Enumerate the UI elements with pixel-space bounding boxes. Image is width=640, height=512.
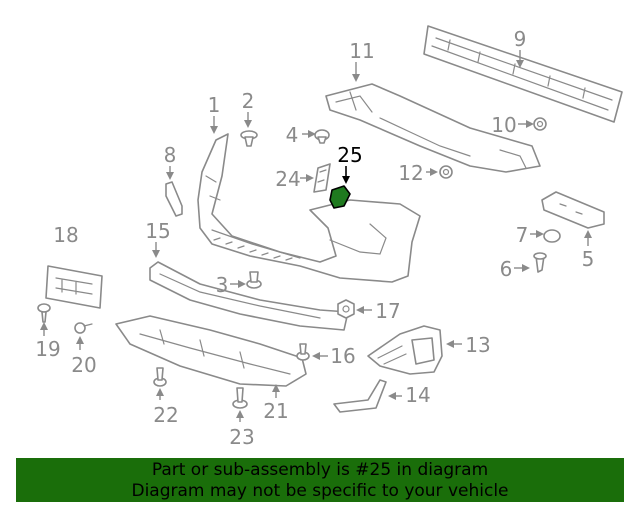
callout-22: 22 bbox=[153, 403, 178, 427]
part-8-side-bracket[interactable] bbox=[165, 181, 183, 217]
part-2-push-pin[interactable] bbox=[240, 130, 258, 147]
banner-line-1: Part or sub-assembly is #25 in diagram bbox=[151, 460, 489, 480]
callout-20: 20 bbox=[71, 353, 96, 377]
callout-4: 4 bbox=[286, 123, 299, 147]
callout-6: 6 bbox=[500, 257, 513, 281]
callout-2: 2 bbox=[242, 89, 255, 113]
part-10-bolt[interactable] bbox=[533, 117, 547, 131]
callout-19: 19 bbox=[35, 337, 60, 361]
callout-16: 16 bbox=[330, 344, 355, 368]
part-18-license-bracket[interactable] bbox=[45, 265, 103, 309]
part-23-push-pin[interactable] bbox=[232, 387, 248, 409]
part-9-reinforcement-bar[interactable] bbox=[423, 25, 623, 123]
callout-5: 5 bbox=[582, 247, 595, 271]
callout-9: 9 bbox=[514, 27, 527, 51]
part-6-screw[interactable] bbox=[533, 252, 547, 273]
callout-13: 13 bbox=[465, 333, 490, 357]
callout-18: 18 bbox=[53, 223, 78, 247]
callout-24: 24 bbox=[275, 167, 300, 191]
part-17-nut[interactable] bbox=[337, 299, 355, 319]
leader-lines bbox=[40, 50, 592, 422]
info-banner: Part or sub-assembly is #25 in diagram D… bbox=[16, 458, 624, 502]
callout-17: 17 bbox=[375, 299, 400, 323]
part-16-clip[interactable] bbox=[296, 343, 310, 361]
callout-25-highlighted: 25 bbox=[337, 143, 362, 167]
part-1-bumper-fascia[interactable] bbox=[197, 133, 421, 283]
part-20-bolt[interactable] bbox=[74, 322, 93, 334]
callout-11: 11 bbox=[349, 39, 374, 63]
callout-14: 14 bbox=[405, 383, 430, 407]
callout-1: 1 bbox=[208, 93, 221, 117]
callout-3: 3 bbox=[216, 273, 229, 297]
part-22-push-pin[interactable] bbox=[153, 367, 167, 387]
callout-15: 15 bbox=[145, 219, 170, 243]
part-21-splash-shield[interactable] bbox=[115, 315, 307, 387]
part-14-trim-strip[interactable] bbox=[333, 379, 387, 413]
part-11-energy-absorber[interactable] bbox=[325, 83, 541, 173]
callout-21: 21 bbox=[263, 399, 288, 423]
part-15-lower-valance[interactable] bbox=[149, 261, 349, 331]
parts-diagram: 1 2 3 4 5 6 7 8 9 10 11 12 13 14 15 16 1… bbox=[35, 25, 623, 449]
callout-labels: 1 2 3 4 5 6 7 8 9 10 11 12 13 14 15 16 1… bbox=[35, 27, 594, 449]
part-4-clip[interactable] bbox=[314, 129, 330, 144]
part-13-fog-lamp-bezel[interactable] bbox=[367, 325, 443, 375]
part-7-grommet[interactable] bbox=[543, 229, 561, 243]
part-12-bolt[interactable] bbox=[439, 165, 453, 179]
banner-line-2: Diagram may not be specific to your vehi… bbox=[131, 481, 509, 501]
part-25-highlighted-bracket[interactable] bbox=[329, 185, 351, 209]
callout-10: 10 bbox=[491, 113, 516, 137]
part-24-bracket[interactable] bbox=[313, 163, 331, 193]
callout-7: 7 bbox=[516, 223, 529, 247]
part-19-screw[interactable] bbox=[37, 303, 51, 323]
callout-23: 23 bbox=[229, 425, 254, 449]
part-3-clip[interactable] bbox=[246, 271, 262, 289]
callout-8: 8 bbox=[164, 143, 177, 167]
callout-12: 12 bbox=[398, 161, 423, 185]
part-5-mounting-bracket[interactable] bbox=[541, 191, 605, 229]
